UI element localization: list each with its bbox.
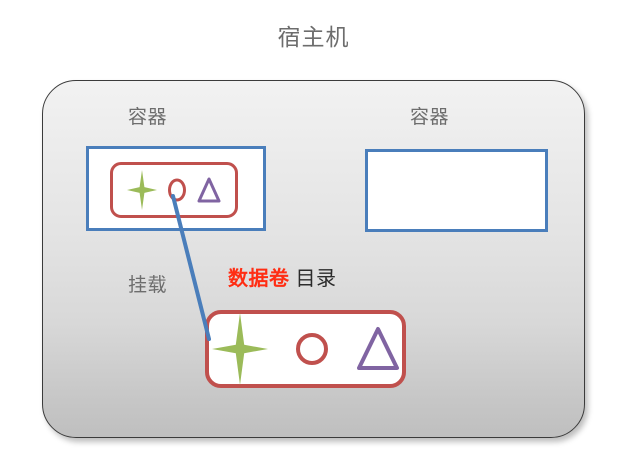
volume-directory-label: 数据卷目录 (228, 266, 337, 292)
container-label-right: 容器 (410, 107, 450, 128)
container-label-left: 容器 (128, 107, 168, 128)
volume-label-highlight: 数据卷 (228, 268, 290, 290)
mount-label: 挂载 (128, 275, 168, 296)
four-point-star-icon (211, 313, 268, 385)
shapes-row-large (209, 313, 402, 385)
triangle-icon (356, 327, 399, 370)
volume-box-in-container (110, 162, 238, 218)
shapes-row-small (113, 165, 235, 215)
circle-icon (295, 333, 328, 365)
triangle-icon (197, 177, 221, 203)
four-point-star-icon (127, 170, 157, 210)
volume-label-rest: 目录 (295, 268, 337, 290)
container-box-right (365, 149, 548, 232)
circle-icon (168, 178, 186, 202)
volume-box-host-directory (205, 310, 406, 388)
host-machine-title: 宿主机 (277, 24, 350, 50)
